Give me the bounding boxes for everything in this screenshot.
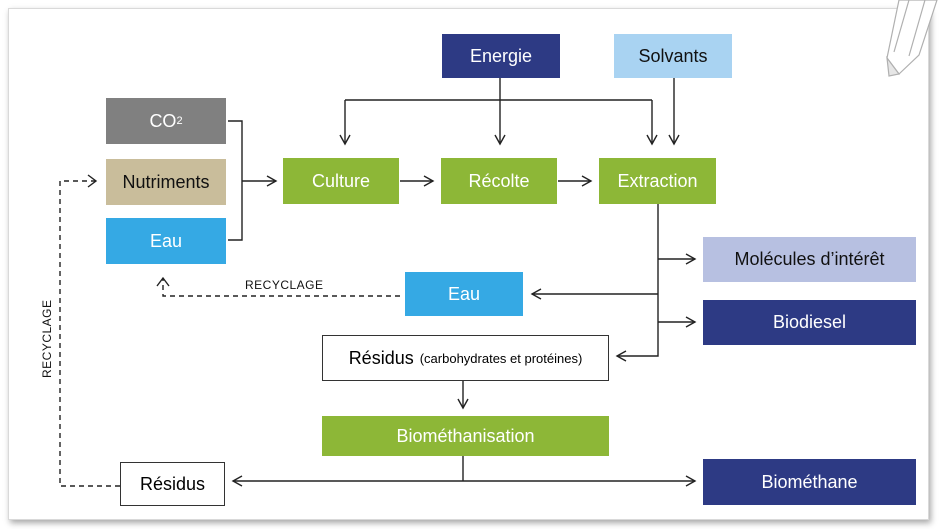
recolte-label: Récolte bbox=[468, 170, 530, 191]
arrow-extraction-residus bbox=[615, 204, 659, 362]
culture-box: Culture bbox=[283, 158, 399, 204]
molecules-box: Molécules d’intérêt bbox=[703, 237, 916, 282]
biomethanisation-label: Biométhanisation bbox=[396, 425, 535, 446]
inputs-bracket bbox=[228, 120, 243, 241]
energie-box: Energie bbox=[442, 34, 560, 78]
nutriments-box: Nutriments bbox=[106, 159, 226, 205]
residus-main-label: Résidus bbox=[348, 347, 414, 368]
extraction-label: Extraction bbox=[617, 170, 698, 191]
residus-final-label: Résidus bbox=[139, 473, 206, 494]
biomethane-label: Biométhane bbox=[761, 471, 858, 492]
recyclage-horizontal-label: RECYCLAGE bbox=[245, 278, 324, 292]
eau-output-label: Eau bbox=[447, 283, 481, 304]
recyclage-vertical-label: RECYCLAGE bbox=[40, 299, 54, 378]
recycle-water-line bbox=[162, 278, 400, 297]
biomethanisation-box: Biométhanisation bbox=[322, 416, 609, 456]
biodiesel-box: Biodiesel bbox=[703, 300, 916, 345]
biodiesel-label: Biodiesel bbox=[772, 312, 847, 332]
residus-detail-label: (carbohydrates et protéines) bbox=[419, 350, 583, 366]
solvants-box: Solvants bbox=[614, 34, 732, 78]
residus-main-box: Résidus (carbohydrates et protéines) bbox=[322, 335, 609, 381]
solvants-label: Solvants bbox=[638, 45, 708, 66]
culture-label: Culture bbox=[311, 170, 371, 191]
co2-subscript: 2 bbox=[176, 115, 183, 127]
nutriments-label: Nutriments bbox=[122, 171, 210, 192]
extraction-box: Extraction bbox=[599, 158, 716, 204]
energie-label: Energie bbox=[469, 45, 533, 66]
recycle-water-arrowhead bbox=[156, 276, 170, 287]
pencil-icon bbox=[886, 0, 938, 77]
eau-input-box: Eau bbox=[106, 218, 226, 264]
residus-final-box: Résidus bbox=[120, 462, 225, 506]
recycle-residus-arrowhead bbox=[87, 174, 98, 188]
biomethane-box: Biométhane bbox=[703, 459, 916, 505]
eau-input-label: Eau bbox=[149, 230, 183, 251]
molecules-label: Molécules d’intérêt bbox=[734, 249, 885, 269]
co2-label: CO bbox=[149, 110, 177, 131]
recolte-box: Récolte bbox=[441, 158, 557, 204]
recycle-residus-line bbox=[59, 180, 120, 487]
eau-output-box: Eau bbox=[405, 272, 523, 316]
